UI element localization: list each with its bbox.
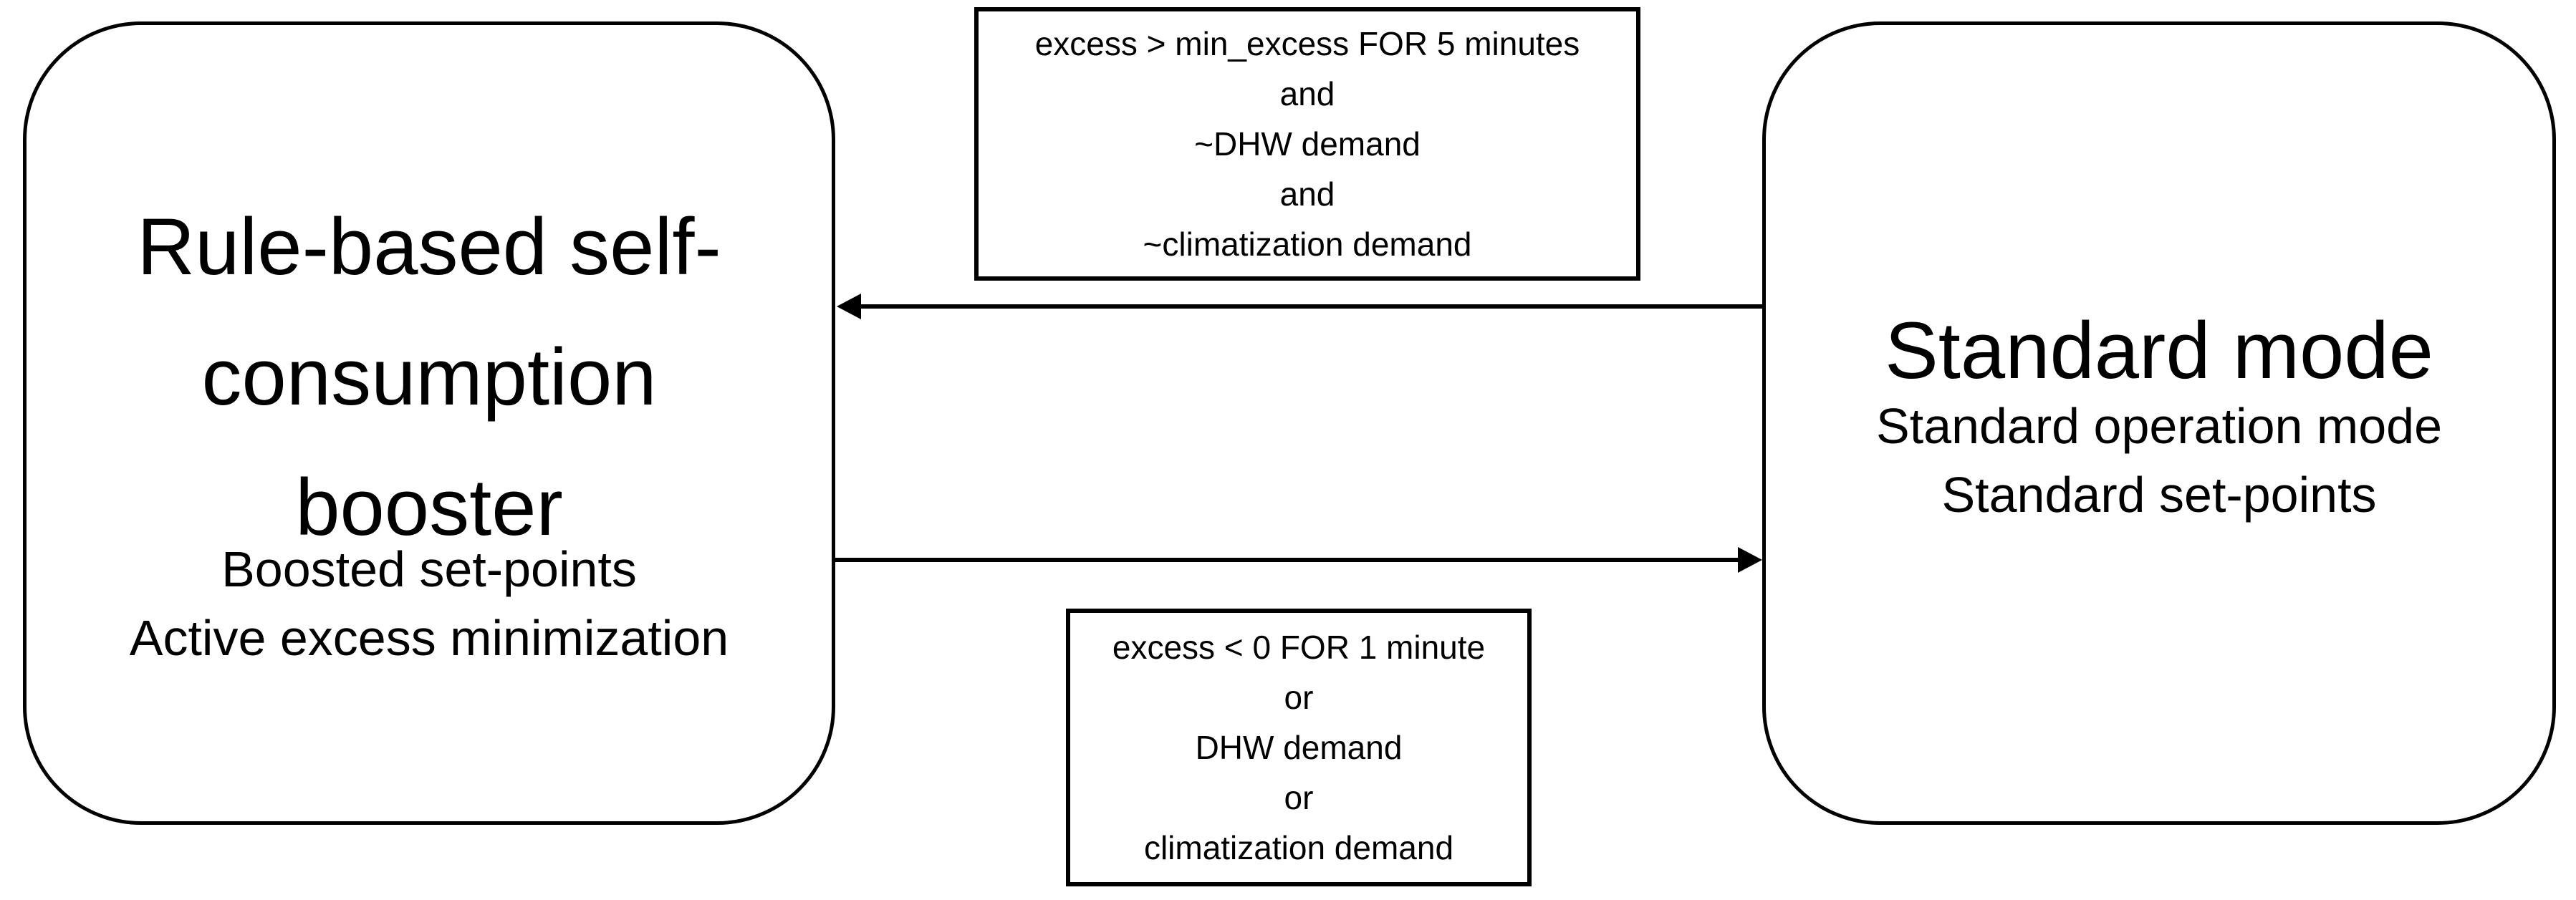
- condition-booster-to-standard: excess < 0 FOR 1 minute or DHW demand or…: [1066, 609, 1532, 886]
- condition-line: DHW demand: [1195, 729, 1403, 766]
- arrowhead-left-icon: [837, 294, 861, 319]
- state-booster-subtitle: Boosted set-points Active excess minimiz…: [27, 535, 832, 672]
- condition-line: excess > min_excess FOR 5 minutes: [1034, 25, 1580, 62]
- arrowhead-right-icon: [1738, 547, 1762, 573]
- state-standard: Standard mode Standard operation mode St…: [1762, 21, 2556, 825]
- state-booster-title-line: consumption: [201, 332, 657, 422]
- state-booster-title-line: Rule-based self-: [137, 202, 721, 291]
- condition-line: and: [1279, 175, 1335, 213]
- state-standard-subtitle: Standard operation mode Standard set-poi…: [1766, 392, 2552, 529]
- condition-line: or: [1284, 679, 1314, 716]
- state-booster-title: Rule-based self- consumption booster: [27, 182, 832, 573]
- state-standard-subtitle-line: Standard set-points: [1941, 467, 2377, 523]
- state-standard-subtitle-line: Standard operation mode: [1876, 398, 2442, 454]
- state-booster-subtitle-line: Active excess minimization: [129, 610, 729, 666]
- condition-line: excess < 0 FOR 1 minute: [1112, 629, 1486, 666]
- arrow-booster-to-standard: [835, 558, 1741, 562]
- state-booster: Rule-based self- consumption booster Boo…: [23, 21, 835, 825]
- arrow-standard-to-booster: [857, 304, 1762, 309]
- state-booster-title-line: booster: [295, 463, 563, 552]
- condition-line: climatization demand: [1143, 829, 1454, 866]
- state-standard-title: Standard mode: [1766, 286, 2552, 416]
- condition-line: and: [1279, 75, 1335, 112]
- condition-line: ~climatization demand: [1143, 226, 1472, 263]
- state-booster-subtitle-line: Boosted set-points: [221, 541, 637, 597]
- state-standard-title-line: Standard mode: [1885, 306, 2433, 395]
- condition-standard-to-booster: excess > min_excess FOR 5 minutes and ~D…: [974, 7, 1640, 281]
- condition-line: ~DHW demand: [1194, 125, 1421, 163]
- condition-line: or: [1284, 779, 1314, 816]
